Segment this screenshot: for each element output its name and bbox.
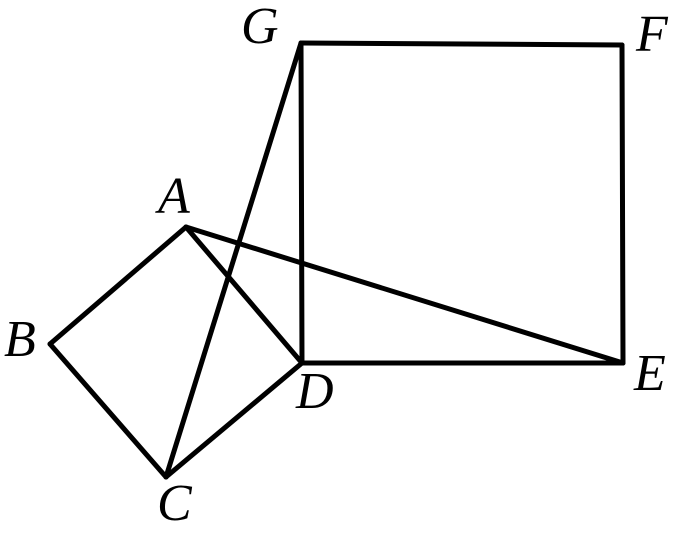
segment-BC	[47, 341, 169, 480]
segment-FE	[619, 42, 626, 366]
vertex-label-C: C	[157, 475, 192, 532]
vertex-label-A: A	[158, 168, 190, 225]
segment-DG	[298, 40, 305, 366]
segment-AE	[183, 224, 626, 366]
segment-CD	[163, 360, 305, 480]
segment-layer	[47, 40, 626, 480]
vertex-label-F: F	[636, 6, 668, 63]
segment-AB	[47, 224, 189, 347]
vertex-label-E: E	[634, 345, 666, 402]
vertex-label-D: D	[296, 363, 334, 420]
vertex-label-G: G	[241, 0, 279, 55]
segment-GF	[298, 40, 625, 48]
segment-CG	[163, 40, 304, 480]
segment-DA	[183, 224, 305, 366]
vertex-label-B: B	[4, 311, 36, 368]
